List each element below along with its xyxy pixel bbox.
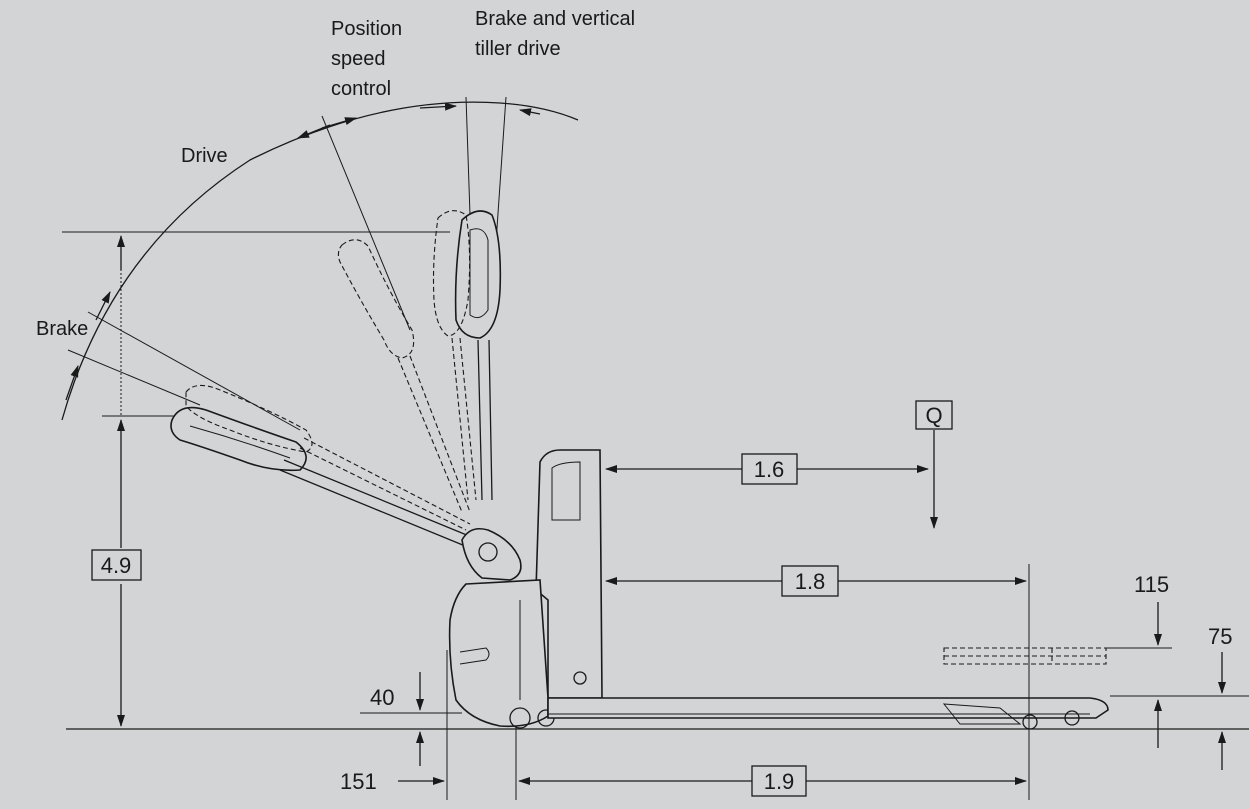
label-drive: Drive	[181, 145, 228, 167]
label-position-line3: control	[331, 78, 391, 100]
arrow-drive-start	[297, 124, 331, 139]
label-position-line2: speed	[331, 48, 386, 70]
dim-4-9-box	[91, 549, 142, 581]
tiller-position-ghost	[337, 239, 471, 513]
load-q-label: Q	[925, 403, 942, 428]
truck-body	[448, 449, 1109, 730]
sector-line-position	[321, 115, 411, 331]
load-q-box	[915, 400, 953, 430]
dim-151-value: 151	[340, 769, 377, 794]
dim-4-9-value: 4.9	[101, 553, 132, 578]
sector-line-brake-1	[87, 311, 301, 431]
tiller-brake	[170, 406, 475, 549]
dim-40-value: 40	[370, 685, 394, 710]
dim-1-6-box	[741, 453, 798, 485]
sector-line-brake-2	[67, 349, 201, 406]
arrow-brake-lower	[65, 365, 79, 401]
arrow-brake-vertical	[519, 108, 541, 117]
arrow-brake-upper	[95, 291, 111, 321]
label-brake-vertical-line1: Brake and vertical	[475, 8, 635, 30]
dim-1-6-value: 1.6	[754, 457, 785, 482]
dim-115-value: 115	[1134, 572, 1169, 597]
dim-75-value: 75	[1208, 624, 1232, 649]
arrow-position-end	[419, 102, 457, 111]
dim-1-8-value: 1.8	[795, 569, 826, 594]
dim-1-9-box	[751, 765, 807, 797]
tiller-vertical-ghost	[432, 210, 477, 501]
tiller-vertical	[454, 210, 502, 501]
label-position-line1: Position	[331, 18, 402, 40]
tiller-brake-ghost	[185, 384, 471, 531]
sector-line-vertical-1	[465, 96, 471, 216]
dim-1-8-box	[781, 565, 839, 597]
label-brake: Brake	[36, 318, 88, 340]
dim-1-9-value: 1.9	[764, 769, 795, 794]
label-brake-vertical-line2: tiller drive	[475, 38, 561, 60]
